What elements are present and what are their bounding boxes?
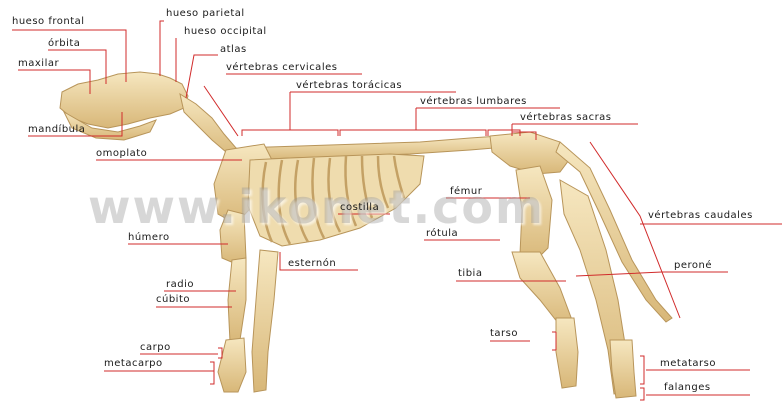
label-hueso-parietal: hueso parietal [166, 8, 245, 20]
label-vertebras-lumbares: vértebras lumbares [420, 96, 527, 108]
leader-metacarpo-bracket [210, 362, 214, 384]
label-mandibula: mandíbula [28, 124, 85, 136]
label-vertebras-cervicales: vértebras cervicales [226, 62, 337, 74]
label-esternon: esternón [288, 258, 336, 270]
leader-sacras [512, 124, 638, 132]
label-orbita: órbita [48, 38, 80, 50]
front-paw [218, 338, 246, 392]
label-carpo: carpo [140, 342, 171, 354]
label-tarso: tarso [490, 328, 518, 340]
label-maxilar: maxilar [18, 58, 59, 70]
skull [60, 72, 188, 128]
label-vertebras-toracicas: vértebras torácicas [296, 80, 402, 92]
radius-ulna [228, 258, 246, 342]
leader-toracicas-bracket [340, 130, 486, 136]
label-hueso-occipital: hueso occipital [184, 26, 267, 38]
label-omoplato: omoplato [96, 148, 147, 160]
label-rotula: rótula [426, 228, 458, 240]
label-vertebras-sacras: vértebras sacras [520, 112, 612, 124]
label-radio: radio [166, 279, 194, 291]
leader-tarso-bracket [552, 332, 556, 350]
leader-metatarso-bracket [640, 356, 644, 384]
label-falanges: falanges [664, 382, 711, 394]
label-metacarpo: metacarpo [104, 358, 163, 370]
label-costilla: costilla [340, 202, 379, 214]
label-tibia: tibia [458, 268, 482, 280]
label-femur: fémur [450, 186, 482, 198]
label-humero: húmero [128, 232, 170, 244]
leader-hueso-parietal [160, 21, 164, 76]
label-perone: peroné [674, 260, 712, 272]
leader-atlas [186, 55, 218, 98]
tibia-bone [512, 252, 572, 328]
label-hueso-frontal: hueso frontal [12, 16, 85, 28]
leader-falanges-bracket [640, 388, 644, 400]
label-vertebras-caudales: vértebras caudales [648, 210, 753, 222]
label-atlas: atlas [220, 44, 247, 56]
label-cubito: cúbito [156, 294, 190, 306]
leader-cervicales-bracket [242, 130, 338, 136]
tarsus [556, 318, 578, 388]
front-leg-2 [252, 250, 278, 392]
label-metatarso: metatarso [660, 358, 716, 370]
